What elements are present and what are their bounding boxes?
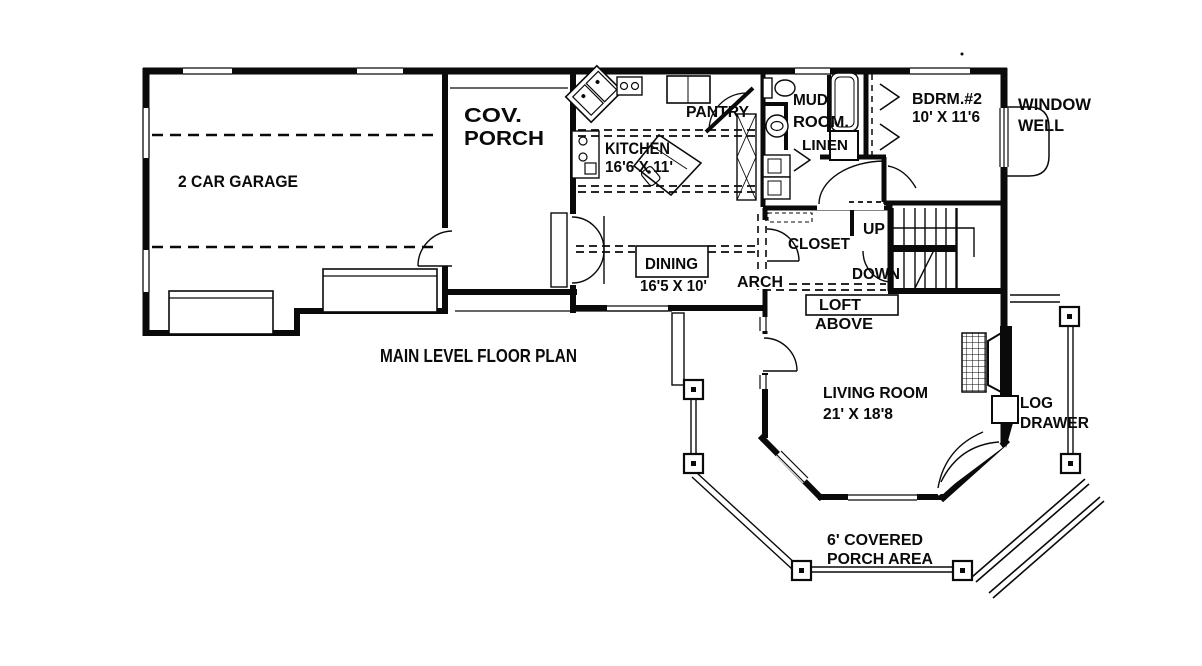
porch-railing [811,566,953,573]
porch-post [1059,452,1082,475]
stair-break-line [913,249,935,291]
porch-post [790,559,813,582]
window-well-label-line1: WINDOW [1018,95,1092,114]
covered-porch-label-line2: PORCH AREA [827,551,933,568]
garage-door-panel [322,268,438,313]
washer-dryer [762,154,791,200]
doors [417,83,1000,489]
porch-column [671,312,685,386]
dining-label: DINING [645,256,698,273]
artifact-dot [960,52,964,56]
closet-door [766,228,800,262]
arch-label: ARCH [737,274,783,291]
window-well-label-line2: WELL [1018,116,1064,135]
living-room-dimensions: 21' X 18'8 [823,406,893,423]
kitchen-corner-sink [564,64,624,124]
porch-post [1058,305,1081,328]
loft-label-line2: ABOVE [815,316,873,333]
garage-door-panel [168,290,274,335]
living-room-label: LIVING ROOM [823,385,928,402]
stairs-up-label: UP [863,221,885,238]
living-room-door [763,337,798,372]
covered-porch-label-line1: 6' COVERED [827,532,923,549]
porch-railing [1067,326,1074,454]
garage-side-door [417,230,453,267]
mud-room-label-line1: MUD [793,92,828,109]
refrigerator [666,75,711,104]
fireplace [961,326,1013,448]
stair-landing [890,245,957,252]
up-direction-line [892,227,975,257]
mud-room-label-line2: ROOM. [793,114,849,131]
porch-post [682,452,705,475]
dining-dimensions: 16'5 X 10' [640,278,707,295]
porch-railing [1010,294,1060,303]
range [571,130,600,179]
porch-structure [450,87,1105,599]
kitchen-dimensions: 16'6 X 11' [605,159,673,176]
bedroom2-label: BDRM.#2 [912,91,982,108]
basement-stair-door [862,250,892,283]
kitchen-label: KITCHEN [605,139,670,158]
window-well-outline [1007,106,1050,177]
closet-label: CLOSET [788,236,850,253]
porch-french-doors [550,212,605,288]
staircase [849,201,975,291]
dining-label-box [635,245,709,278]
fixtures [168,64,1019,448]
pantry-door [704,86,755,134]
pantry-cabinet [736,113,757,201]
bathtub [830,72,859,132]
pantry-label: PANTRY [686,104,749,121]
linen-label: LINEN [802,137,848,154]
bedroom-door [887,165,917,189]
plan-title: MAIN LEVEL FLOOR PLAN [380,346,577,366]
loft-label-box [805,294,899,316]
cooktop [616,76,643,96]
linen-shelf [829,130,859,161]
toilet [762,77,796,99]
porch-steps [971,478,1105,599]
kitchen-island [632,133,703,197]
porch-double-doors [937,431,1000,489]
cov-porch-label-line1: COV. [464,105,522,127]
loft-label-line1: LOFT [819,297,861,314]
log-drawer-box [991,395,1019,424]
bedroom2-dimensions: 10' X 11'6 [912,109,980,126]
linen-door [793,148,812,172]
porch-railing [691,472,798,570]
porch-railing [690,399,697,454]
porch-post [682,378,705,401]
arch-label-backing [733,273,787,289]
log-drawer-label-line1: LOG [1020,395,1053,412]
bedroom-closet-doors [879,83,901,151]
mud-room-door [818,160,885,205]
cov-porch-label-line2: PORCH [464,128,544,150]
window-openings [140,64,1009,502]
stairs-down-label: DOWN [852,266,900,283]
garage-label: 2 CAR GARAGE [178,172,298,191]
bath-sink [765,114,789,138]
labels: 2 CAR GARAGE COV. PORCH KITCHEN 16'6 X 1… [178,91,1092,568]
log-drawer-label-line2: DRAWER [1020,415,1089,432]
porch-post [951,559,974,582]
